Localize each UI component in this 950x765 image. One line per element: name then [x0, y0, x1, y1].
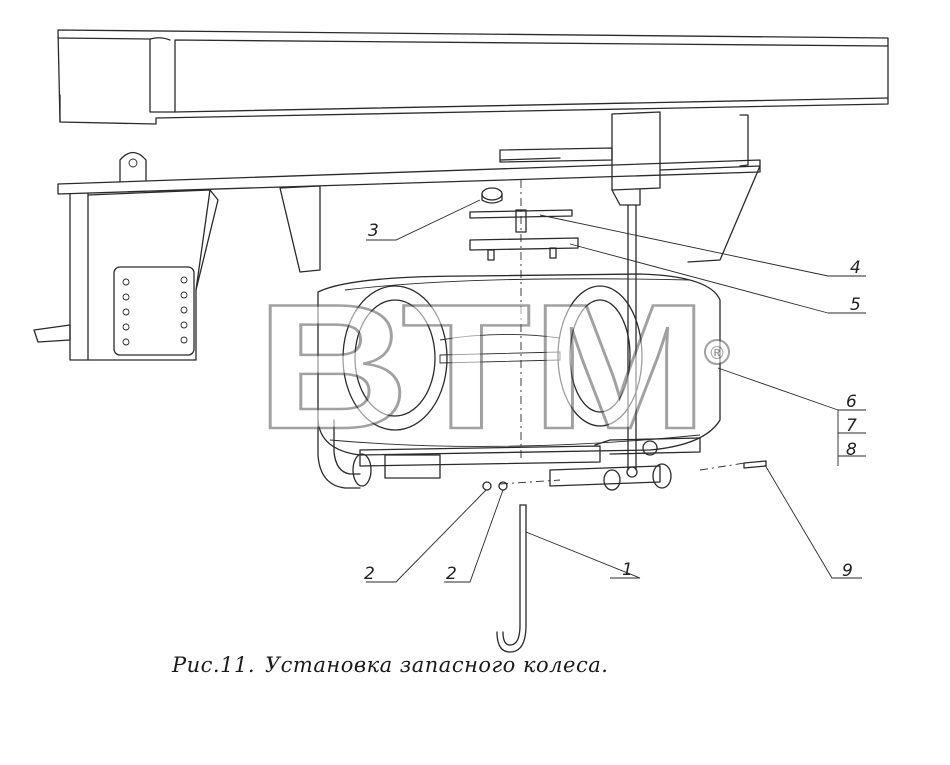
callout-9: 9 [842, 561, 853, 581]
watermark-registered-mark: ® [710, 343, 723, 363]
frame-beam [57, 29, 889, 125]
callout-5: 5 [850, 295, 861, 315]
callout-labels: 3 4 5 6 7 8 2 2 1 9 [364, 221, 861, 584]
callout-3: 3 [368, 221, 379, 241]
callout-7: 7 [846, 416, 857, 436]
watermark-text: ВТМ [256, 267, 708, 466]
figure-title: Установка запасного колеса. [265, 653, 609, 677]
holder-parts [469, 180, 579, 460]
callout-4: 4 [850, 258, 861, 278]
callout-1: 1 [622, 560, 633, 580]
tubular-carrier [317, 419, 746, 491]
callout-8: 8 [846, 440, 857, 460]
callout-6: 6 [846, 392, 857, 412]
leader-lines [366, 199, 866, 583]
callout-2a: 2 [364, 564, 375, 584]
figure-caption: Рис.11. Установка запасного колеса. [172, 653, 618, 677]
mounting-plate [113, 266, 195, 356]
cross-member [33, 151, 761, 361]
loose-parts [482, 460, 767, 653]
watermark: ВТМ ® [255, 266, 730, 467]
callout-2b: 2 [446, 564, 457, 584]
figure-number: Рис.11. [172, 653, 255, 677]
